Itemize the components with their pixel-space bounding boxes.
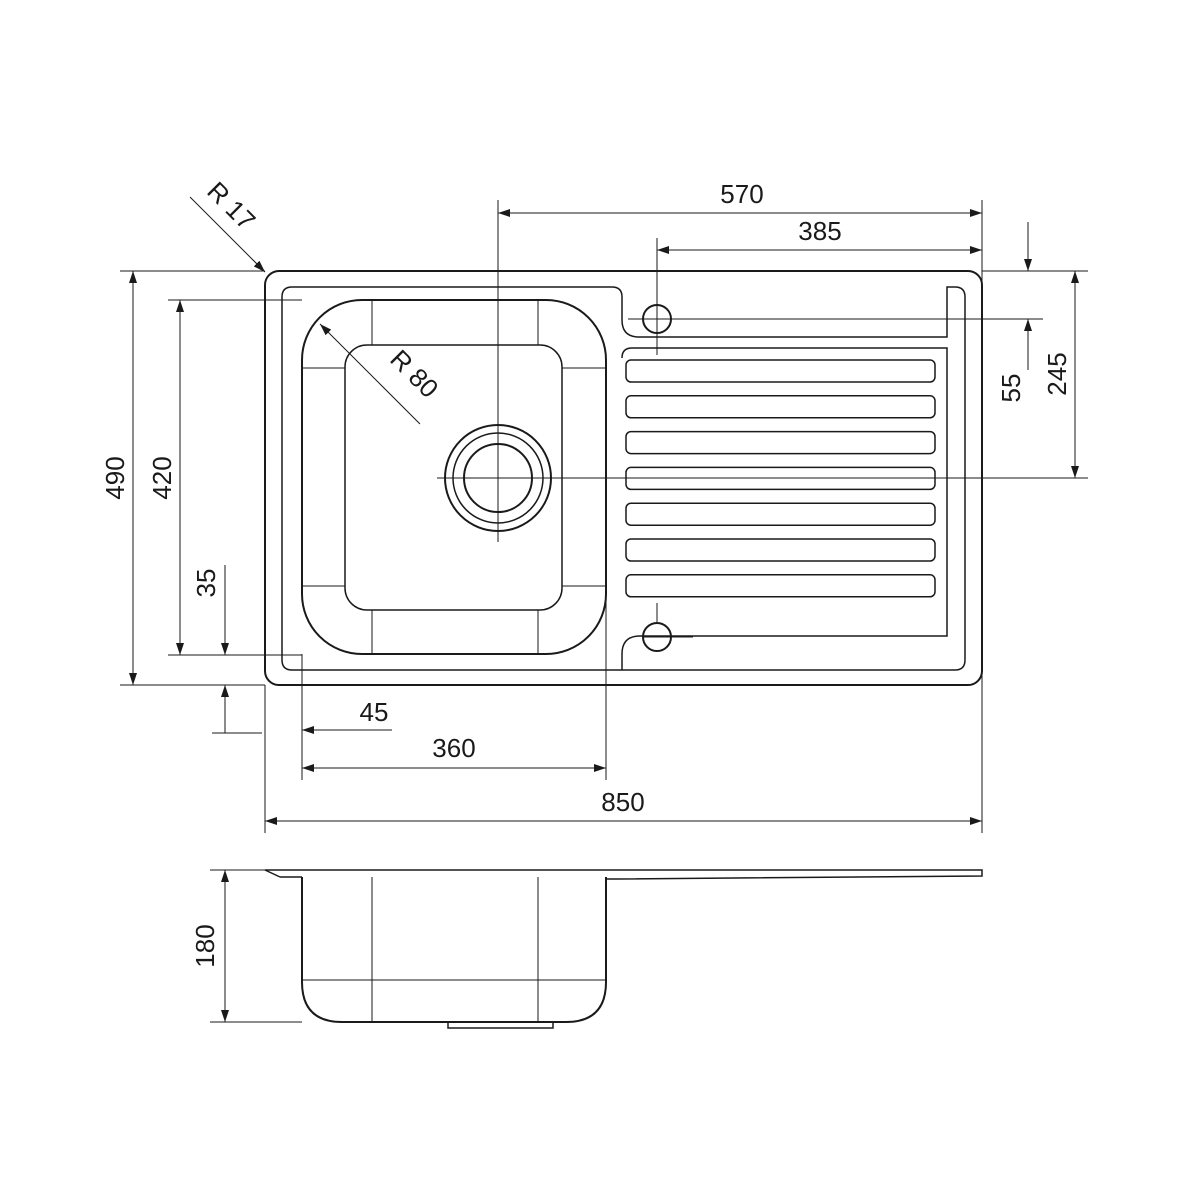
dim-label-570: 570: [720, 179, 763, 209]
drainer-panel: [621, 347, 948, 670]
radius-leader-80: [319, 323, 421, 425]
dim-label-35: 35: [191, 569, 221, 598]
side-rim: [265, 869, 983, 880]
side-rim-lip: [264, 869, 281, 878]
sink-inner-rim: [281, 286, 966, 671]
center-lines: [437, 200, 1088, 542]
drainer-rib: [625, 538, 936, 562]
side-view: 180: [190, 869, 983, 1029]
tap-hole-bottom: [642, 603, 693, 652]
dim-label-45: 45: [360, 697, 389, 727]
dim-label-850: 850: [601, 787, 644, 817]
dim-label-420: 420: [147, 456, 177, 499]
extension-lines: [120, 200, 1088, 833]
drainer-rib: [625, 395, 936, 419]
drainer-rib: [625, 502, 936, 526]
bowl-outer: [301, 299, 607, 655]
dim-label-360: 360: [432, 733, 475, 763]
drainer-rib: [625, 359, 936, 383]
drainer-rib: [625, 574, 936, 598]
radius-label-17: R 17: [201, 176, 261, 236]
dim-label-245: 245: [1042, 352, 1072, 395]
dim-label-180: 180: [190, 924, 220, 967]
dim-label-385: 385: [798, 216, 841, 246]
bowl-facet-lines: [302, 300, 606, 654]
radius-leader-17: [189, 196, 266, 273]
dim-label-490: 490: [100, 456, 130, 499]
drainer-rib: [625, 430, 936, 455]
side-bowl: [301, 877, 607, 1023]
dim-label-55: 55: [996, 374, 1026, 403]
side-drain-stub: [447, 1022, 554, 1029]
radius-label-80: R 80: [384, 344, 444, 404]
side-bowl-facets: [302, 877, 606, 1022]
top-view: 570 385 55 245 490 420 35 45 360 850: [100, 176, 1088, 833]
